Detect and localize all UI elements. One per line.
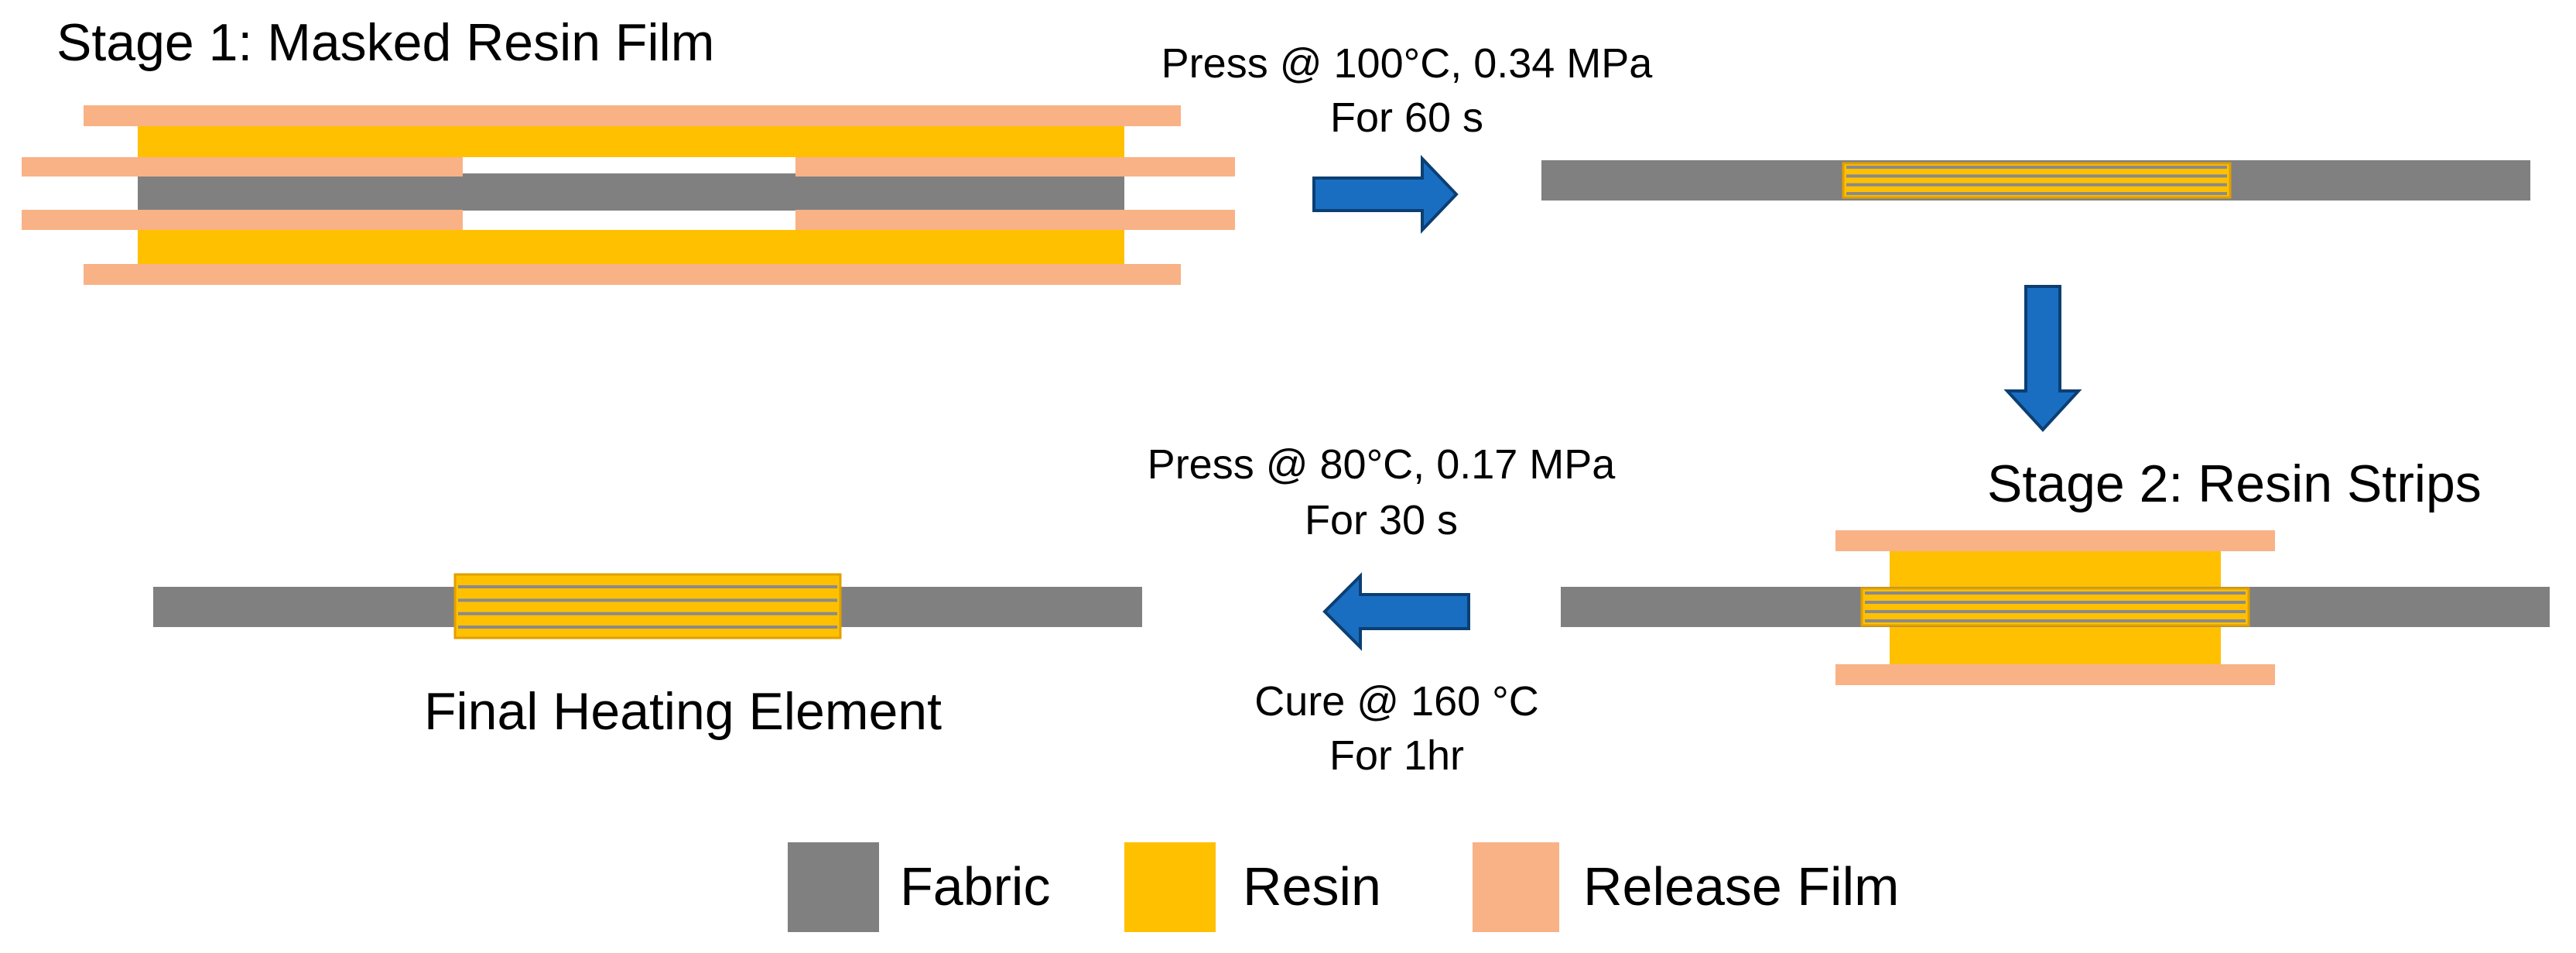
- stage1-title: Stage 1: Masked Resin Film: [56, 13, 714, 72]
- stage1-fabric-left: [138, 177, 463, 210]
- stage2-resin-top: [1890, 551, 2221, 588]
- stage1-release-film-mask-upper-left: [22, 157, 463, 177]
- stage2-release-film-bottom: [1835, 664, 2275, 685]
- legend-swatch-resin: [1124, 842, 1216, 932]
- legend: Fabric Resin Release Film: [788, 842, 1899, 932]
- final-title: Final Heating Element: [424, 682, 942, 741]
- step1-duration-label: For 60 s: [1330, 94, 1483, 141]
- stage1-fabric-center: [463, 173, 795, 211]
- legend-swatch-fabric: [788, 842, 879, 932]
- stage1-release-film-mask-upper-right: [795, 157, 1235, 177]
- legend-label-fabric: Fabric: [900, 856, 1050, 917]
- legend-swatch-release-film: [1473, 842, 1559, 932]
- step2-duration-label: For 30 s: [1305, 497, 1458, 543]
- stage1-release-film-bottom: [84, 264, 1181, 285]
- stage1-stack: [22, 105, 1235, 285]
- step2-condition-label: Press @ 80°C, 0.17 MPa: [1148, 441, 1616, 488]
- cure-duration-label: For 1hr: [1329, 732, 1464, 779]
- stage1-release-film-mask-lower-right: [795, 210, 1235, 230]
- left-arrow-icon: [1322, 572, 1470, 651]
- stage2-release-film-top: [1835, 530, 2275, 551]
- legend-label-resin: Resin: [1243, 856, 1381, 917]
- stage1-fabric-right: [795, 177, 1124, 210]
- stage1-resin-bottom: [138, 230, 1124, 264]
- stage2-resin-bottom: [1890, 627, 2221, 664]
- stage1-result-element: [1541, 160, 2530, 201]
- stage1-release-film-top: [84, 105, 1181, 126]
- right-arrow-icon: [1312, 155, 1459, 234]
- result-resin-strips: [1842, 162, 2232, 199]
- final-heating-element: [153, 573, 1142, 639]
- stage2-title: Stage 2: Resin Strips: [1987, 454, 2482, 513]
- step1-condition-label: Press @ 100°C, 0.34 MPa: [1161, 40, 1654, 87]
- stage2-stack: [1561, 530, 2550, 685]
- stage1-release-film-mask-lower-left: [22, 210, 463, 230]
- legend-label-release-film: Release Film: [1583, 856, 1899, 917]
- cure-condition-label: Cure @ 160 °C: [1254, 678, 1539, 725]
- stage1-resin-top: [138, 126, 1124, 157]
- down-arrow-icon: [2003, 285, 2082, 432]
